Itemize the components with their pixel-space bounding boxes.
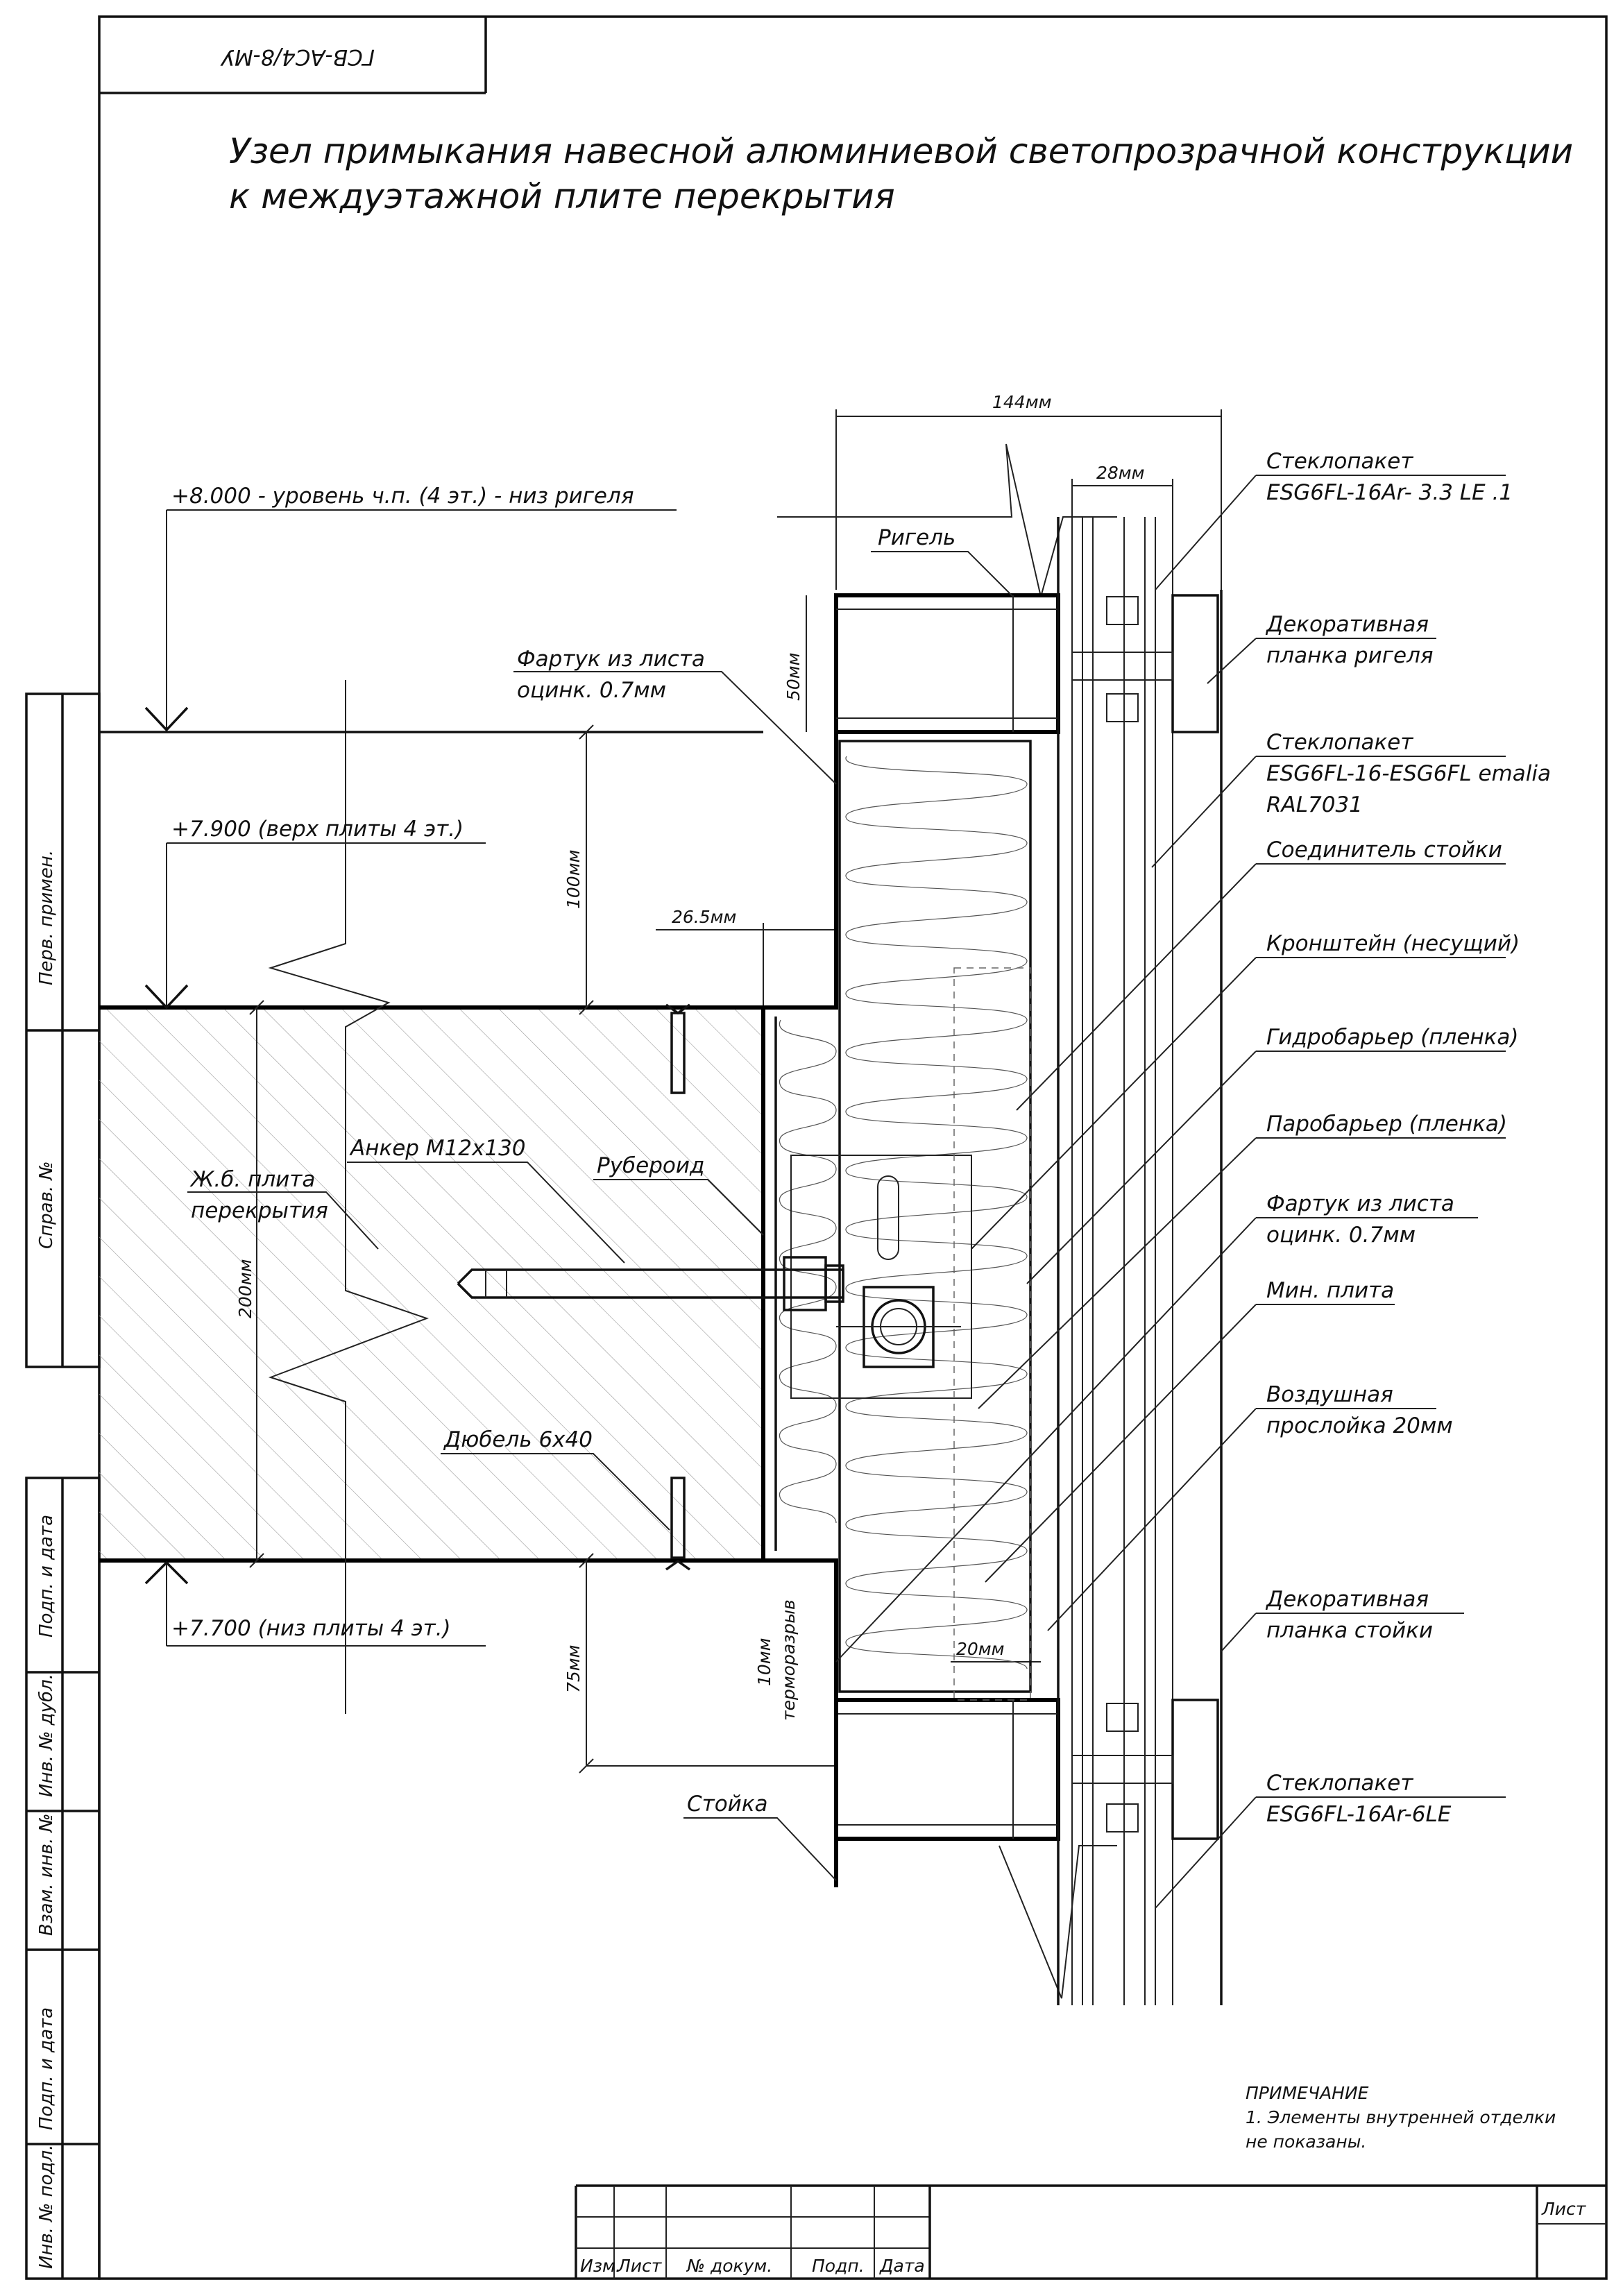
label-rigel: Ригель xyxy=(878,525,955,550)
stamp-orig-inv: Инв. № подл. xyxy=(36,2145,57,2269)
bottom-break-line xyxy=(999,1845,1117,1999)
dim-50: 50мм xyxy=(783,652,804,701)
label-decor-post: Декоративная xyxy=(1265,1587,1429,1612)
dowel-top xyxy=(665,1003,691,1094)
rigel-profile xyxy=(834,593,1060,734)
dim-10: 10мм xyxy=(754,1638,774,1686)
dim-75: 75мм xyxy=(563,1644,584,1693)
label-flashing-left: Фартук из листа xyxy=(517,647,705,672)
level-slab-bottom: +7.700 (низ плиты 4 эт.) xyxy=(171,1616,451,1641)
callouts-right: Стеклопакет ESG6FL-16Ar- 3.3 LE .1 Декор… xyxy=(1265,449,1551,1827)
title-line-2: к междуэтажной плите перекрытия xyxy=(229,176,895,216)
label-glass-top: Стеклопакет xyxy=(1266,449,1413,474)
concrete-slab-hatch xyxy=(99,1007,763,1561)
label-slab-2: перекрытия xyxy=(191,1198,328,1223)
dowel-bottom xyxy=(665,1477,691,1571)
label-glass-bottom: Стеклопакет xyxy=(1266,1771,1413,1796)
stamp-first-use: Перв. примен. xyxy=(36,850,57,985)
label-glass-bottom-spec: ESG6FL-16Ar-6LE xyxy=(1266,1802,1452,1827)
label-glass-top-spec: ESG6FL-16Ar- 3.3 LE .1 xyxy=(1266,480,1513,505)
label-decor-rigel-2: планка ригеля xyxy=(1266,643,1434,668)
label-decor-post-2: планка стойки xyxy=(1266,1618,1433,1643)
bracket-slot xyxy=(877,1175,899,1260)
level-markers: +8.000 - уровень ч.п. (4 эт.) - низ риге… xyxy=(99,484,763,1647)
label-decor-rigel: Декоративная xyxy=(1265,612,1429,637)
dim-144: 144мм xyxy=(992,392,1051,412)
dim-100: 100мм xyxy=(563,850,584,909)
level-slab-top: +7.900 (верх плиты 4 эт.) xyxy=(171,817,464,842)
side-stamp: Перв. примен. Справ. № Подп. и дата Инв.… xyxy=(25,692,101,2280)
label-hydro-barrier: Гидробарьер (пленка) xyxy=(1266,1025,1519,1050)
label-flashing-right: Фартук из листа xyxy=(1266,1191,1454,1216)
label-flashing-left-2: оцинк. 0.7мм xyxy=(517,678,666,703)
tb-col-change: Изм. xyxy=(580,2256,621,2276)
slab-break-line xyxy=(268,680,429,1714)
leaders-right xyxy=(835,475,1506,1909)
flashing-sheet xyxy=(761,732,838,1887)
title-block: Изм. Лист № докум. Подп. Дата Лист xyxy=(575,2184,1606,2279)
label-dowel: Дюбель 6х40 xyxy=(443,1427,593,1452)
post-profile-lower xyxy=(834,1698,1060,1841)
bracket xyxy=(790,1155,972,1399)
dim-20: 20мм xyxy=(956,1639,1005,1659)
note-line-2: не показаны. xyxy=(1246,2132,1366,2152)
label-ruberoid: Рубероид xyxy=(597,1153,704,1178)
label-post-connector: Соединитель стойки xyxy=(1266,837,1502,862)
drawing-stamp: ГСВ-АС4/8-МУ xyxy=(220,44,375,69)
mineral-wool-zigzag-gap xyxy=(779,1019,837,1524)
note-heading: ПРИМЕЧАНИЕ xyxy=(1246,2083,1369,2103)
stamp-dup-inv: Инв. № дубл. xyxy=(36,1674,57,1797)
label-glass-mid-spec: ESG6FL-16-ESG6FL emalia xyxy=(1266,761,1551,786)
label-anchor: Анкер М12х130 xyxy=(349,1136,526,1161)
label-flashing-right-2: оцинк. 0.7мм xyxy=(1266,1223,1416,1248)
decor-cap-post xyxy=(1171,1699,1219,1840)
label-post: Стойка xyxy=(687,1792,768,1817)
tb-col-doc: № докум. xyxy=(686,2256,772,2276)
note-line-1: 1. Элементы внутренней отделки xyxy=(1246,2107,1556,2127)
label-min-wool: Мин. плита xyxy=(1266,1278,1394,1303)
level-top-beam: +8.000 - уровень ч.п. (4 эт.) - низ риге… xyxy=(171,484,634,509)
label-vapor-barrier: Паробарьер (пленка) xyxy=(1266,1112,1507,1137)
label-bracket: Кронштейн (несущий) xyxy=(1266,931,1520,956)
connector-outline xyxy=(953,967,1031,1701)
tb-col-sheet: Лист xyxy=(617,2256,663,2276)
stamp-sign-date-1: Подп. и дата xyxy=(36,1515,57,1638)
tb-sheet-label: Лист xyxy=(1541,2199,1587,2219)
stamp-sign-date-2: Подп. и дата xyxy=(36,2007,57,2130)
mineral-wool-zigzag xyxy=(845,756,1028,1669)
tb-col-sign: Подп. xyxy=(812,2256,865,2276)
dim-26-5: 26.5мм xyxy=(672,907,736,927)
callouts-left: Ригель Фартук из листа оцинк. 0.7мм Анке… xyxy=(187,525,1014,1881)
stamp-replace-inv: Взам. инв. № xyxy=(36,1813,57,1936)
anchor-bolt xyxy=(457,1256,844,1311)
dim-28: 28мм xyxy=(1096,463,1145,483)
title-line-1: Узел примыкания навесной алюминиевой све… xyxy=(229,131,1573,171)
label-air-gap-2: прослойка 20мм xyxy=(1266,1413,1453,1438)
top-break-line xyxy=(777,443,1117,597)
tb-col-date: Дата xyxy=(879,2256,925,2276)
thermal-break-label: терморазрыв xyxy=(779,1599,799,1721)
decor-cap-rigel xyxy=(1171,594,1219,733)
dim-200: 200мм xyxy=(235,1259,255,1318)
label-glass-mid: Стеклопакет xyxy=(1266,730,1413,755)
label-slab: Ж.б. плита xyxy=(189,1167,315,1192)
label-glass-mid-ral: RAL7031 xyxy=(1266,792,1363,817)
stamp-reference: Справ. № xyxy=(36,1162,57,1249)
label-air-gap: Воздушная xyxy=(1266,1382,1393,1407)
glazing-system xyxy=(1057,517,1223,2005)
